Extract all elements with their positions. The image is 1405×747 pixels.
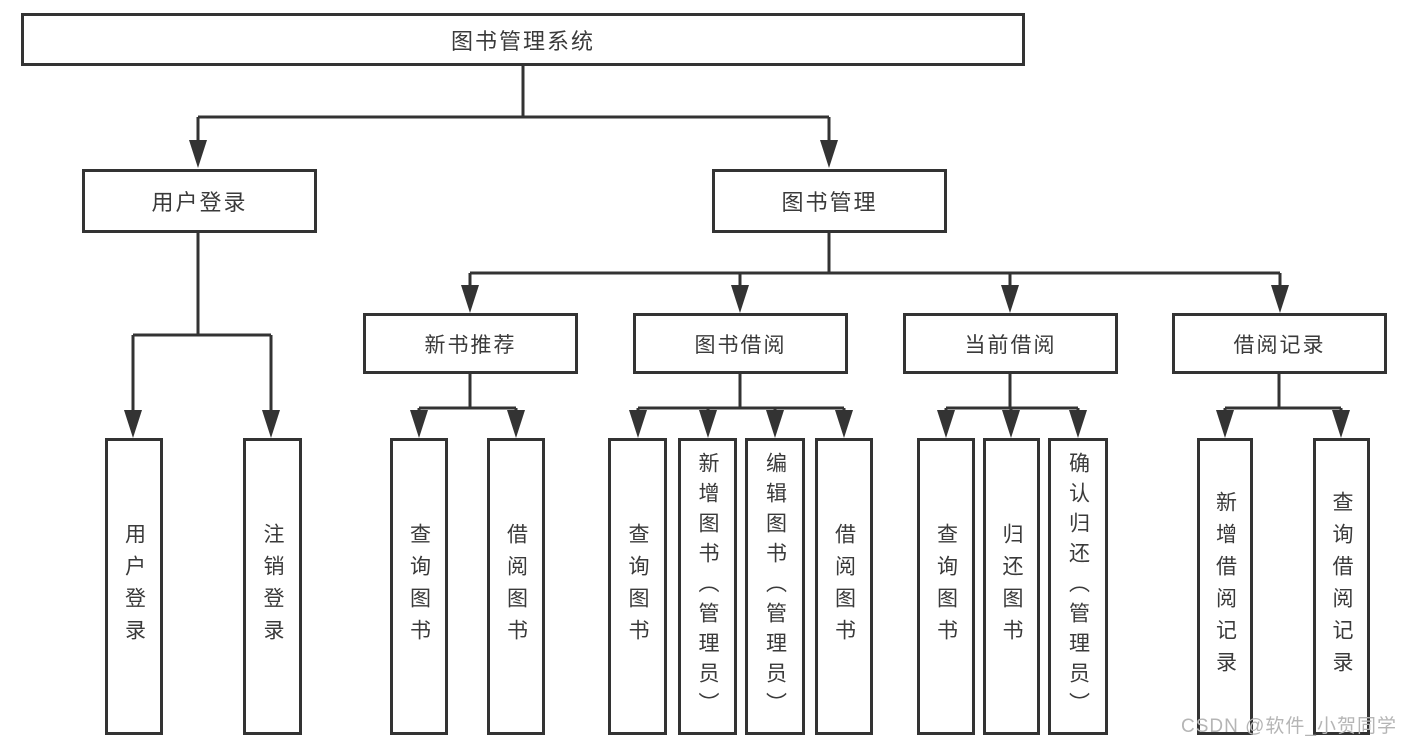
- node-query-books-current: 查询图书: [917, 438, 975, 735]
- node-label: 新增图书（管理员）: [696, 451, 719, 722]
- node-new-book-recommendation: 新书推荐: [363, 313, 578, 374]
- node-borrowing-records: 借阅记录: [1172, 313, 1387, 374]
- node-logout: 注销登录: [243, 438, 302, 735]
- node-label: 查询图书: [626, 522, 649, 651]
- node-add-borrow-record: 新增借阅记录: [1197, 438, 1253, 735]
- arrowhead-icons: [124, 140, 1350, 438]
- node-book-management: 图书管理: [712, 169, 947, 233]
- node-book-borrowing: 图书借阅: [633, 313, 848, 374]
- node-add-book-admin: 新增图书（管理员）: [678, 438, 737, 735]
- node-label: 用户登录: [122, 522, 146, 651]
- node-label: 查询图书: [407, 522, 431, 651]
- node-borrow-books-recommend: 借阅图书: [487, 438, 545, 735]
- node-query-borrow-record: 查询借阅记录: [1313, 438, 1370, 735]
- node-label: 编辑图书（管理员）: [763, 451, 787, 722]
- node-label: 查询图书: [934, 522, 958, 651]
- node-label: 借阅图书: [832, 522, 856, 651]
- node-current-borrowing: 当前借阅: [903, 313, 1118, 374]
- node-label: 新增借阅记录: [1213, 490, 1237, 683]
- node-label: 借阅图书: [504, 522, 528, 651]
- node-confirm-return-admin: 确认归还（管理员）: [1048, 438, 1108, 735]
- node-label: 查询借阅记录: [1330, 490, 1353, 683]
- node-library-management-system: 图书管理系统: [21, 13, 1025, 66]
- node-label: 注销登录: [261, 522, 284, 651]
- node-user-login-leaf: 用户登录: [105, 438, 163, 735]
- node-query-books-recommend: 查询图书: [390, 438, 448, 735]
- node-return-books: 归还图书: [983, 438, 1040, 735]
- node-label: 归还图书: [1000, 522, 1023, 651]
- node-label: 确认归还（管理员）: [1066, 451, 1090, 722]
- csdn-watermark: CSDN @软件_小贺同学: [1181, 716, 1397, 737]
- node-borrow-books: 借阅图书: [815, 438, 873, 735]
- node-edit-book-admin: 编辑图书（管理员）: [745, 438, 805, 735]
- node-user-login: 用户登录: [82, 169, 317, 233]
- node-query-books-borrowing: 查询图书: [608, 438, 667, 735]
